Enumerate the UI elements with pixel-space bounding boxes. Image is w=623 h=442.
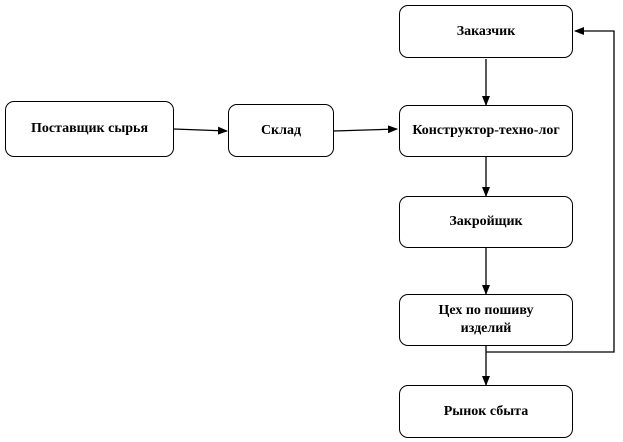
node-warehouse-label: Склад — [260, 122, 302, 138]
node-customer: Заказчик — [399, 5, 573, 58]
node-customer-label: Заказчик — [456, 23, 516, 39]
node-designer: Конструктор-техно-лог — [399, 105, 573, 157]
node-designer-label: Конструктор-техно-лог — [412, 123, 560, 138]
node-supplier: Поставщик сырья — [5, 101, 174, 157]
arrow-sewing-shop-feedback-to-customer — [486, 27, 615, 353]
node-market-label: Рынок сбыта — [443, 403, 529, 419]
arrow-supplier-to-warehouse — [173, 126, 228, 135]
node-market: Рынок сбыта — [399, 385, 573, 438]
node-cutter-label: Закройщик — [449, 214, 523, 229]
node-sewing-shop-label: Цех по пошиву изделий — [438, 303, 534, 336]
node-supplier-label: Поставщик сырья — [30, 121, 149, 136]
arrow-warehouse-to-designer — [333, 125, 398, 134]
node-cutter: Закройщик — [399, 196, 573, 248]
node-sewing-shop: Цех по пошиву изделий — [399, 294, 573, 346]
node-warehouse: Склад — [228, 104, 334, 157]
